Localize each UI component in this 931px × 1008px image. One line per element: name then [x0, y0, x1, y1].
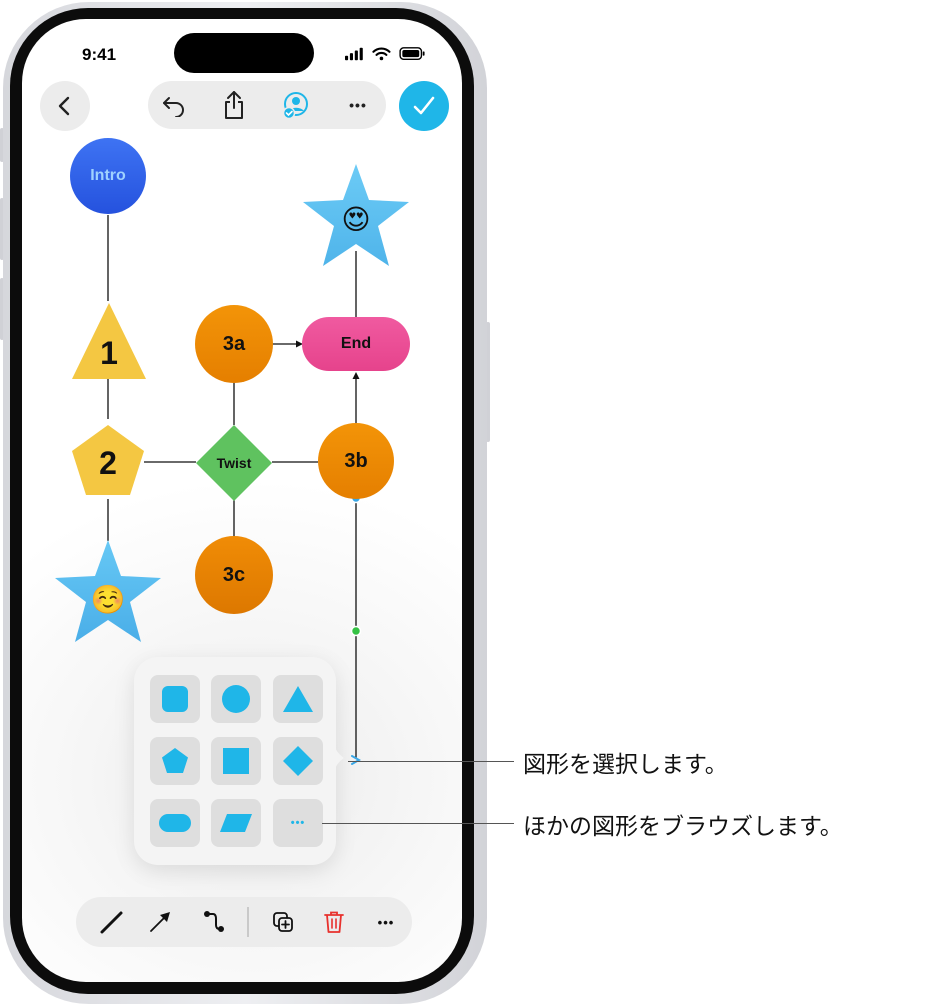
- shape-tile-capsule[interactable]: [150, 799, 200, 847]
- volume-down-button: [0, 278, 4, 340]
- square-icon: [223, 748, 249, 774]
- bottom-more-button[interactable]: •••: [377, 914, 395, 930]
- rounded-square-icon: [162, 686, 188, 712]
- circle-icon: [222, 685, 250, 713]
- status-icons: [345, 47, 425, 61]
- arrowhead-icon: [296, 340, 303, 348]
- node-twist-shape[interactable]: [195, 424, 273, 502]
- arrowhead-icon: [352, 372, 360, 379]
- cellular-signal-icon: [345, 47, 363, 61]
- bottom-toolbar: [76, 897, 412, 947]
- node-twist-label: Twist: [216, 455, 252, 471]
- wifi-icon: [372, 47, 391, 61]
- power-button: [486, 322, 490, 442]
- volume-up-button: [0, 198, 4, 260]
- shape-tile-diamond[interactable]: [273, 737, 323, 785]
- ellipsis-icon: •••: [290, 817, 306, 829]
- pen-tool-button[interactable]: [90, 900, 134, 944]
- shape-tile-rounded-square[interactable]: [150, 675, 200, 723]
- phone-screen: 9:41: [22, 19, 462, 982]
- delete-button[interactable]: [312, 900, 356, 944]
- pentagon-icon: [162, 748, 188, 773]
- node-pentagon-shape[interactable]: [70, 423, 146, 497]
- triangle-icon: [283, 686, 313, 712]
- done-button[interactable]: [399, 81, 449, 131]
- shape-tile-circle[interactable]: [211, 675, 261, 723]
- node-step2-label: 2: [99, 444, 117, 481]
- shape-tile-triangle[interactable]: [273, 675, 323, 723]
- callout-select-shape: 図形を選択します。: [523, 751, 728, 777]
- more-button[interactable]: •••: [349, 97, 367, 113]
- line-tool-icon: [100, 911, 123, 934]
- node-end[interactable]: End: [302, 317, 410, 371]
- node-triangle-shape[interactable]: [70, 301, 148, 381]
- share-button[interactable]: [212, 83, 256, 127]
- shape-tile-more[interactable]: •••: [273, 799, 323, 847]
- node-star-bottom-shape[interactable]: [53, 538, 163, 644]
- shape-tile-pentagon[interactable]: [150, 737, 200, 785]
- duplicate-button[interactable]: [261, 900, 305, 944]
- connector-lines: [107, 215, 362, 765]
- collaboration-icon: [282, 92, 308, 120]
- callout-browse-shapes: ほかの図形をブラウズします。: [523, 813, 843, 839]
- action-button: [0, 128, 4, 162]
- capsule-icon: [159, 814, 191, 832]
- back-button[interactable]: [40, 81, 90, 131]
- connector-tool-icon: [204, 911, 224, 932]
- node-3c[interactable]: 3c: [195, 536, 273, 614]
- top-toolbar: [148, 81, 386, 129]
- status-time: 9:41: [82, 45, 117, 64]
- panel-pointer: [334, 741, 344, 775]
- checkmark-icon: [413, 96, 435, 115]
- connection-end-chevron-icon: [351, 755, 362, 765]
- node-star-top-shape[interactable]: [301, 162, 411, 268]
- shape-tile-parallelogram[interactable]: [211, 799, 261, 847]
- node-emoji-top: 😍: [341, 203, 371, 235]
- share-icon: [225, 91, 243, 119]
- connection-handle-mid: [350, 625, 362, 637]
- diamond-icon: [283, 746, 313, 776]
- node-intro[interactable]: Intro: [70, 138, 146, 214]
- duplicate-icon: [273, 912, 293, 932]
- shape-tile-square[interactable]: [211, 737, 261, 785]
- dynamic-island: [174, 33, 314, 73]
- callout-line-browse-shapes: [322, 823, 514, 824]
- chevron-left-icon: [58, 96, 70, 116]
- connector-tool-button[interactable]: [192, 900, 236, 944]
- parallelogram-icon: [220, 814, 252, 832]
- arrow-tool-button[interactable]: [138, 900, 182, 944]
- toolbar-divider: [247, 907, 249, 937]
- undo-button[interactable]: [152, 83, 196, 127]
- node-3a[interactable]: 3a: [195, 305, 273, 383]
- undo-icon: [163, 97, 184, 117]
- arrow-tool-icon: [150, 912, 170, 932]
- node-3b[interactable]: 3b: [318, 423, 394, 499]
- node-step1-label: 1: [100, 334, 118, 371]
- battery-icon: [399, 47, 425, 61]
- trash-icon: [324, 911, 344, 933]
- shape-picker-panel: •••: [134, 657, 344, 865]
- node-emoji-bottom: ☺️: [90, 583, 126, 615]
- callout-line-select-shape: [348, 761, 514, 762]
- collaborate-button[interactable]: [274, 83, 318, 127]
